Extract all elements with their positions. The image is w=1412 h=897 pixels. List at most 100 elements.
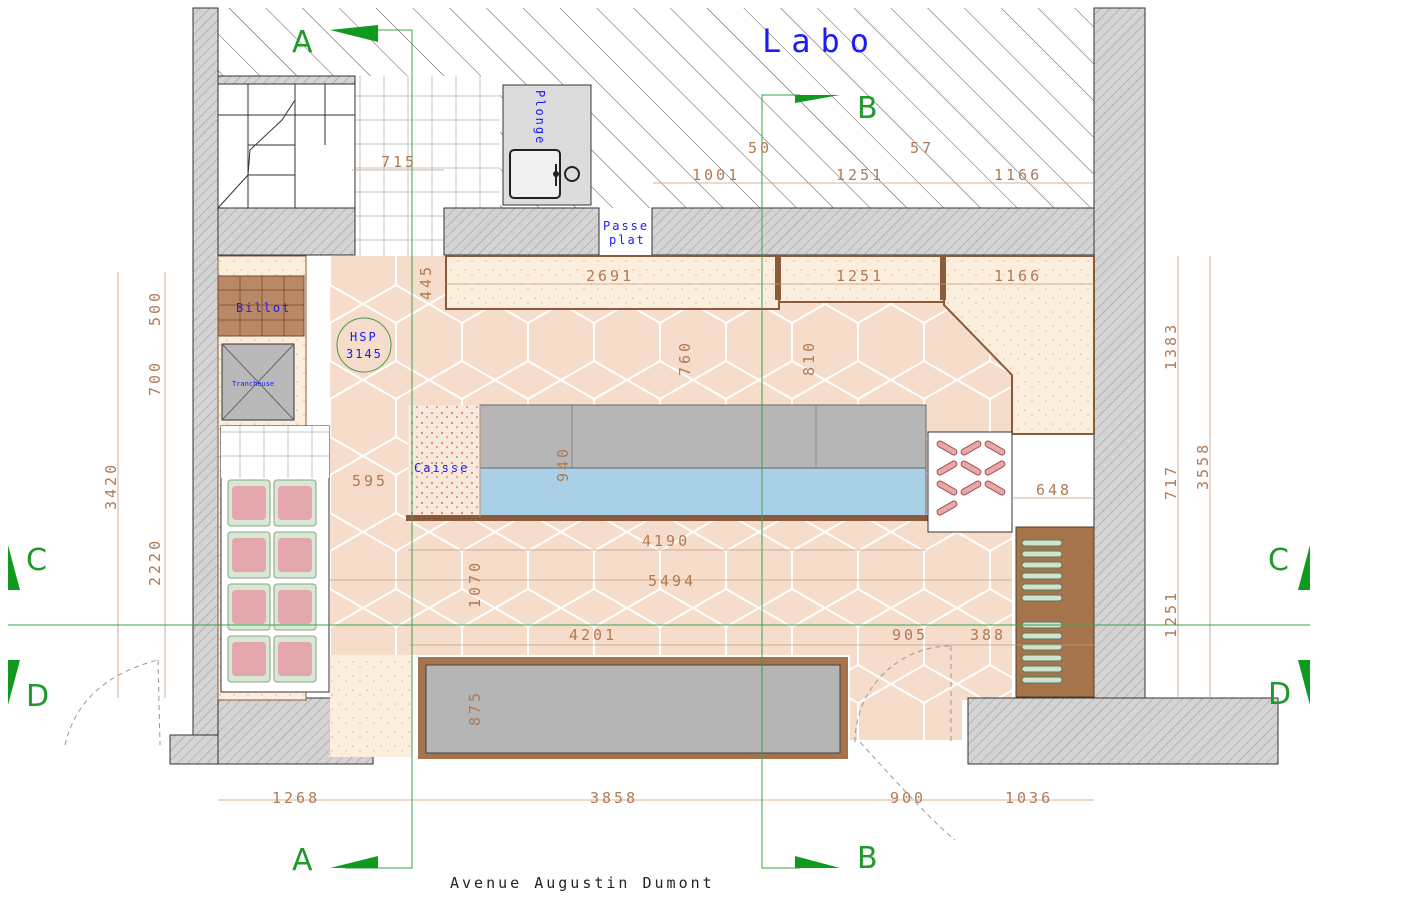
dim-4190: 4190 bbox=[642, 532, 690, 550]
sausage bbox=[984, 460, 1006, 476]
walls bbox=[169, 7, 1279, 765]
section-arrows bbox=[8, 25, 1310, 868]
labo-title: Labo bbox=[762, 22, 879, 60]
entrance-counter bbox=[330, 655, 412, 757]
dim-715: 715 bbox=[381, 153, 417, 171]
dim-648: 648 bbox=[1036, 481, 1072, 499]
back-counters bbox=[445, 255, 1095, 435]
dim-940: 940 bbox=[554, 446, 572, 482]
hsp-value: 3145 bbox=[346, 347, 383, 361]
meat-piece bbox=[232, 538, 266, 572]
dim-1166-mid: 1166 bbox=[994, 267, 1042, 285]
sausage bbox=[936, 460, 958, 476]
sausage bbox=[960, 440, 982, 456]
dim-1001: 1001 bbox=[692, 166, 740, 184]
dim-875: 875 bbox=[466, 690, 484, 726]
dim-810: 810 bbox=[800, 340, 818, 376]
sausage bbox=[936, 440, 958, 456]
sausage bbox=[936, 480, 958, 496]
dim-5494: 5494 bbox=[648, 572, 696, 590]
billot-block bbox=[217, 275, 305, 337]
passe-label-2: plat bbox=[609, 233, 646, 247]
hsp-label: HSP bbox=[350, 330, 378, 344]
billot-grid bbox=[218, 276, 304, 336]
sausages bbox=[936, 440, 1006, 516]
section-a-top: A bbox=[292, 25, 313, 60]
dim-900: 900 bbox=[890, 789, 926, 807]
section-b-bottom: B bbox=[857, 841, 878, 876]
trancheuse-machine bbox=[221, 343, 295, 421]
section-b-top: B bbox=[857, 91, 878, 126]
meat-trays bbox=[227, 479, 317, 683]
dim-595: 595 bbox=[352, 472, 388, 490]
bottle bbox=[1021, 583, 1063, 591]
bottle bbox=[1021, 550, 1063, 558]
sausage bbox=[984, 480, 1006, 496]
bottles bbox=[1021, 539, 1063, 684]
dim-700: 700 bbox=[146, 360, 164, 396]
section-lines bbox=[8, 29, 1310, 869]
section-a-bottom: A bbox=[292, 843, 313, 878]
meat-piece bbox=[232, 590, 266, 624]
sausage bbox=[984, 440, 1006, 456]
dim-500: 500 bbox=[146, 290, 164, 326]
bottle bbox=[1021, 643, 1063, 651]
dim-3558: 3558 bbox=[1194, 442, 1212, 490]
dim-50: 50 bbox=[748, 139, 772, 157]
dim-2220: 2220 bbox=[146, 538, 164, 586]
billot-label: Billot bbox=[236, 301, 291, 315]
door-swings bbox=[64, 645, 956, 841]
dim-1166-top: 1166 bbox=[994, 166, 1042, 184]
bottle bbox=[1021, 572, 1063, 580]
dim-1251-top: 1251 bbox=[836, 166, 884, 184]
bottle bbox=[1021, 561, 1063, 569]
section-d-right: D bbox=[1268, 677, 1291, 712]
dimension-lines bbox=[117, 169, 1211, 801]
bottle bbox=[1021, 539, 1063, 547]
bottle bbox=[1021, 632, 1063, 640]
meat-piece bbox=[278, 642, 312, 676]
plonge-sink bbox=[502, 84, 592, 206]
street-name: Avenue Augustin Dumont bbox=[450, 874, 715, 892]
sausage bbox=[960, 460, 982, 476]
trancheuse-label: Trancheuse bbox=[232, 380, 274, 388]
bottle bbox=[1021, 676, 1063, 684]
bottle bbox=[1021, 654, 1063, 662]
meat-piece bbox=[232, 486, 266, 520]
plonge-label: Plonge bbox=[533, 90, 547, 145]
dim-3858: 3858 bbox=[590, 789, 638, 807]
dim-1251-right: 1251 bbox=[1162, 590, 1180, 638]
sausage-rack bbox=[927, 431, 1013, 533]
caisse-label: Caisse bbox=[414, 461, 469, 475]
staircase bbox=[217, 83, 356, 209]
front-window-display bbox=[418, 657, 848, 759]
dim-388: 388 bbox=[970, 626, 1006, 644]
sausage bbox=[936, 500, 958, 516]
bottle-shelves bbox=[1015, 526, 1095, 698]
dim-1036: 1036 bbox=[1005, 789, 1053, 807]
dim-2691: 2691 bbox=[586, 267, 634, 285]
dim-905: 905 bbox=[892, 626, 928, 644]
section-c-right: C bbox=[1268, 543, 1289, 578]
meat-piece bbox=[278, 590, 312, 624]
section-d-left: D bbox=[26, 679, 49, 714]
sausage bbox=[960, 480, 982, 496]
dim-717: 717 bbox=[1162, 464, 1180, 500]
bottle bbox=[1021, 594, 1063, 602]
dim-1070: 1070 bbox=[466, 560, 484, 608]
dim-445: 445 bbox=[417, 264, 435, 300]
meat-piece bbox=[278, 486, 312, 520]
dim-3420: 3420 bbox=[102, 462, 120, 510]
meat-piece bbox=[232, 642, 266, 676]
meat-piece bbox=[278, 538, 312, 572]
passe-label-1: Passe bbox=[603, 219, 649, 233]
bottle bbox=[1021, 665, 1063, 673]
section-c-left: C bbox=[26, 543, 47, 578]
dim-1383: 1383 bbox=[1162, 322, 1180, 370]
dim-4201: 4201 bbox=[569, 626, 617, 644]
dim-1268: 1268 bbox=[272, 789, 320, 807]
dim-760: 760 bbox=[676, 340, 694, 376]
hsp-marker bbox=[336, 317, 392, 373]
dim-57: 57 bbox=[910, 139, 934, 157]
